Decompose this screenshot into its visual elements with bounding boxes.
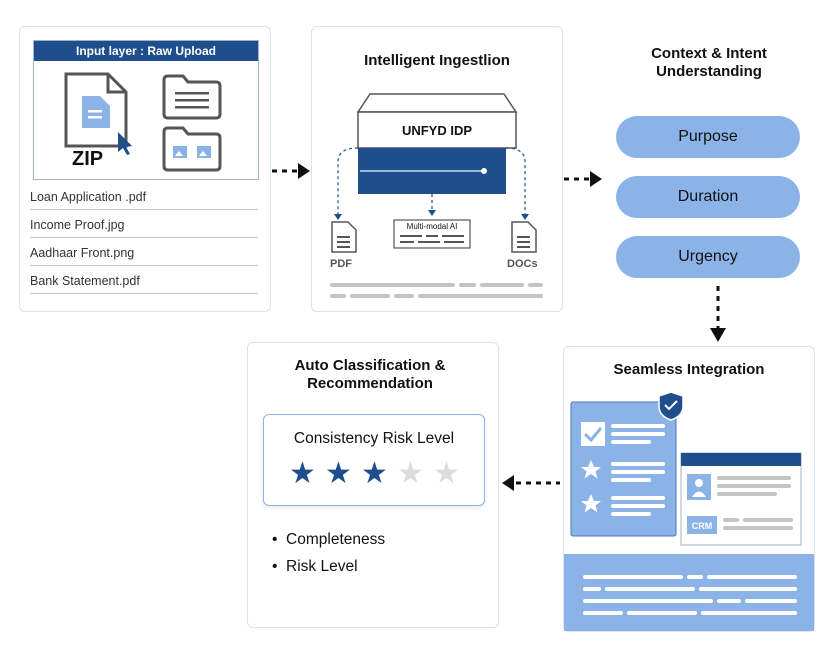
star-filled-icon: ★	[325, 457, 352, 490]
risk-card-title: Consistency Risk Level	[293, 430, 455, 447]
bullet-risk-level-label: Risk Level	[286, 558, 358, 575]
zip-label: ZIP	[72, 148, 104, 170]
input-layer-panel	[19, 26, 271, 312]
arrow-input-to-ingestion	[272, 163, 310, 179]
ingestion-title: Intelligent Ingestlion	[364, 52, 510, 69]
star-empty-icon: ★	[397, 457, 424, 490]
crm-label: CRM	[691, 521, 713, 531]
pill-urgency[interactable]: Urgency	[616, 236, 800, 278]
file-item-bank-statement[interactable]: Bank Statement.pdf	[30, 274, 258, 294]
bullet-risk-level: • Risk Level	[272, 558, 358, 575]
classification-panel	[247, 342, 499, 628]
file-item-loan-application[interactable]: Loan Application .pdf	[30, 190, 258, 210]
pill-purpose[interactable]: Purpose	[616, 116, 800, 158]
pill-duration[interactable]: Duration	[616, 176, 800, 218]
bullet-completeness: • Completeness	[272, 531, 386, 548]
star-filled-icon: ★	[289, 457, 316, 490]
star-empty-icon: ★	[433, 457, 460, 490]
integration-title: Seamless Integration	[613, 361, 765, 378]
input-layer-header: Input layer : Raw Upload	[34, 41, 258, 61]
folder-document-icon	[162, 74, 222, 120]
risk-level-card[interactable]	[263, 414, 485, 506]
pdf-label: PDF	[330, 258, 352, 270]
context-title-line2: Understanding	[656, 63, 762, 80]
arrow-context-to-integration	[710, 286, 726, 342]
unfyd-idp-engine	[330, 93, 543, 298]
integration-illustration	[564, 391, 814, 631]
arrow-integration-to-classification	[502, 475, 560, 491]
unfyd-idp-label: UNFYD IDP	[401, 123, 473, 138]
multimodal-ai-label: Multi-modal AI	[406, 222, 458, 231]
star-filled-icon: ★	[361, 457, 388, 490]
context-title-line1: Context & Intent	[651, 45, 767, 62]
file-item-aadhaar-front[interactable]: Aadhaar Front.png	[30, 246, 258, 266]
classification-title-line2: Recommendation	[307, 375, 433, 392]
classification-title-line1: Auto Classification &	[294, 357, 446, 374]
bullet-completeness-label: Completeness	[286, 531, 386, 548]
zip-file-icon	[64, 72, 132, 155]
raw-upload-box[interactable]	[33, 40, 259, 180]
folder-image-icon	[162, 126, 222, 172]
docs-label: DOCs	[507, 258, 538, 270]
file-item-income-proof[interactable]: Income Proof.jpg	[30, 218, 258, 238]
arrow-ingestion-to-context	[564, 171, 602, 187]
